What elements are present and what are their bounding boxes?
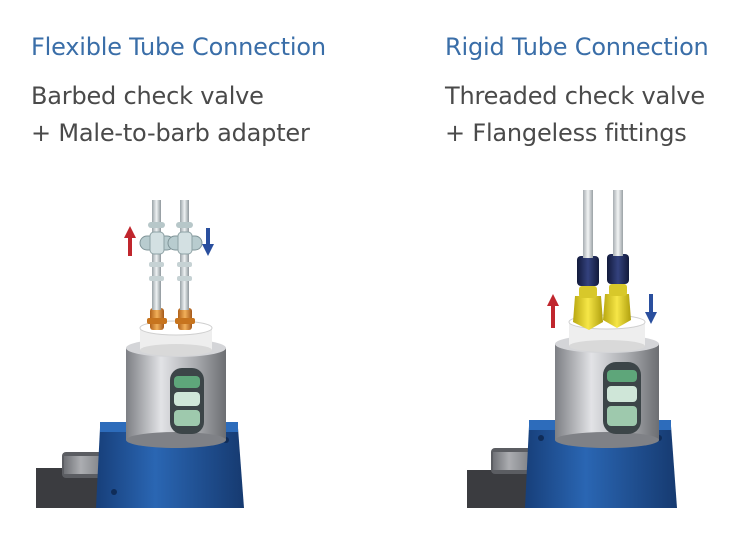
- flangeless-fittings: [573, 284, 631, 330]
- panel-title: Flexible Tube Connection: [31, 33, 326, 61]
- threaded-nuts: [577, 254, 629, 286]
- description-line-1: Barbed check valve: [31, 82, 264, 110]
- flexible-tube-illustration: [36, 200, 244, 508]
- description-line-2: + Flangeless fittings: [445, 119, 687, 147]
- rigid-tube-panel: Rigid Tube Connection Threaded check val…: [367, 0, 734, 549]
- arrow-up-icon: [124, 226, 136, 256]
- panel-title: Rigid Tube Connection: [445, 33, 709, 61]
- flexible-tube-panel: Flexible Tube Connection Barbed check va…: [31, 33, 326, 508]
- rigid-tube-illustration: [467, 190, 677, 508]
- rigid-tubes: [583, 190, 623, 258]
- arrow-up-icon: [547, 294, 559, 328]
- arrow-down-icon: [202, 228, 214, 256]
- description-line-2: + Male-to-barb adapter: [31, 119, 310, 147]
- arrow-down-icon: [645, 294, 657, 324]
- barb-adapters: [147, 308, 195, 330]
- panel-description: Threaded check valve + Flangeless fittin…: [445, 78, 705, 152]
- flexible-tubes: [139, 200, 203, 310]
- panel-description: Barbed check valve + Male-to-barb adapte…: [31, 78, 310, 152]
- description-line-1: Threaded check valve: [445, 82, 705, 110]
